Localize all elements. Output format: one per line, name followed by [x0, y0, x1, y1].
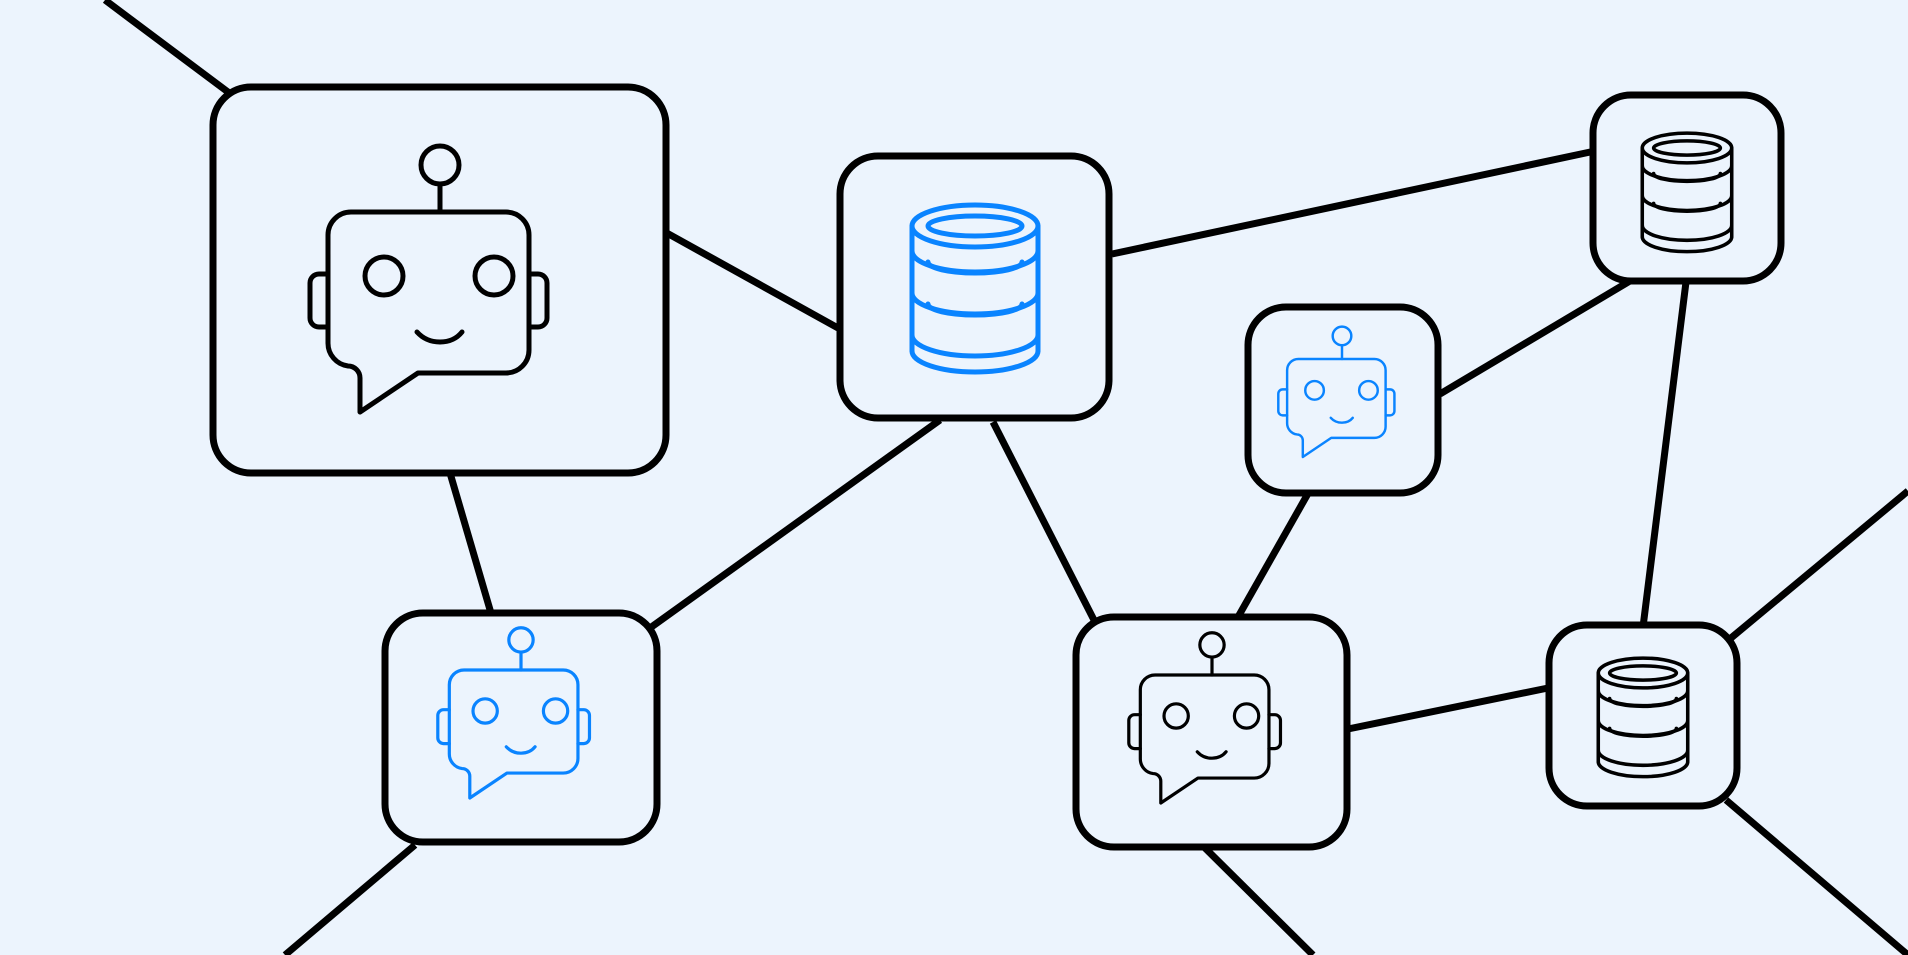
- edge-bot-large-to-bot-bottom-left: [446, 472, 497, 621]
- edge-bot-bottom-mid-to-db-bottom-right: [1347, 684, 1549, 733]
- node-frame: [1589, 91, 1785, 285]
- edge-db-bottom-right-to-offscreen-bottom: [1723, 797, 1908, 955]
- edge-bot-bottom-left-to-offscreen: [282, 842, 418, 955]
- edge-bot-small-mid-to-db-top-right: [1438, 274, 1637, 398]
- node-frame: [381, 609, 661, 846]
- node-frame: [836, 152, 1113, 422]
- node-frame: [209, 83, 670, 477]
- node-bot-bottom-left: [381, 609, 661, 846]
- node-db-bottom-right: [1545, 621, 1741, 810]
- edge-db-center-to-bot-bottom-left: [647, 417, 943, 631]
- edge-db-center-to-bot-bottom-mid: [989, 420, 1099, 624]
- node-frame: [1072, 613, 1351, 851]
- connector-lines: [102, 0, 1908, 955]
- node-db-center: [836, 152, 1113, 422]
- edge-offscreen-to-bot-large: [102, 0, 235, 98]
- node-bot-bottom-mid: [1072, 613, 1351, 851]
- edge-bot-small-mid-to-bot-bottom-mid: [1234, 488, 1314, 619]
- node-bot-large: [209, 83, 670, 477]
- edge-db-bottom-right-to-offscreen-right: [1728, 488, 1908, 641]
- node-frame: [1545, 621, 1741, 810]
- edge-db-top-right-to-db-bottom-right: [1639, 281, 1690, 628]
- edge-bot-bottom-mid-to-offscreen: [1202, 845, 1316, 955]
- node-bot-small-mid: [1244, 303, 1442, 497]
- node-frame: [1244, 303, 1442, 497]
- edge-db-center-to-db-top-right: [1111, 147, 1596, 258]
- edge-bot-large-to-db-center: [663, 228, 840, 332]
- node-db-top-right: [1589, 91, 1785, 285]
